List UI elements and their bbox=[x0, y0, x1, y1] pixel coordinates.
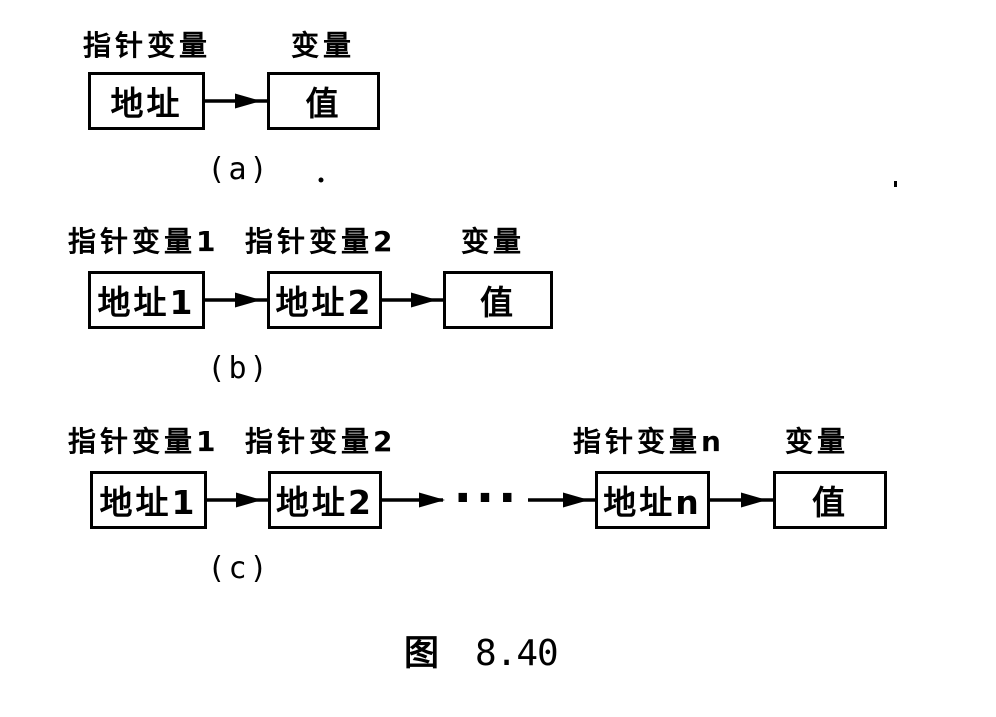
figure-caption-prefix: 图 bbox=[404, 634, 440, 674]
figure-caption-number: 8.40 bbox=[475, 633, 559, 674]
scan-speck bbox=[894, 181, 897, 187]
arrow-head-icon bbox=[563, 492, 589, 508]
arrow-head-icon bbox=[236, 492, 262, 508]
variable-label: 变量 bbox=[291, 29, 356, 62]
value-box-text: 值 bbox=[305, 84, 342, 123]
value-box: 值 bbox=[267, 72, 380, 130]
address-n-box: 地址n bbox=[595, 471, 710, 529]
value-box-text: 值 bbox=[812, 483, 848, 522]
address-2-box: 地址2 bbox=[267, 271, 382, 329]
address-1-box: 地址1 bbox=[90, 471, 207, 529]
variable-label: 变量 bbox=[461, 225, 526, 258]
address-n-box-text: 地址n bbox=[603, 483, 702, 522]
ellipsis-dots: ··· bbox=[453, 470, 521, 526]
panel-a-caption: (a) bbox=[207, 152, 271, 187]
arrow-head-icon bbox=[411, 292, 437, 308]
address-1-box: 地址1 bbox=[88, 271, 205, 329]
scan-speck bbox=[318, 177, 324, 183]
address-box: 地址 bbox=[88, 72, 205, 130]
address-box-text: 地址 bbox=[110, 84, 183, 123]
pointer-variable-n-label: 指针变量n bbox=[573, 425, 725, 458]
arrow-head-icon bbox=[235, 93, 261, 109]
arrow-head-icon bbox=[235, 292, 261, 308]
arrow-head-icon bbox=[419, 492, 445, 508]
panel-c-caption: (c) bbox=[207, 551, 271, 586]
figure-caption: 图 8.40 bbox=[404, 625, 559, 676]
value-box-text: 值 bbox=[480, 283, 516, 322]
address-2-box-text: 地址2 bbox=[276, 483, 374, 522]
address-1-box-text: 地址1 bbox=[97, 283, 196, 322]
variable-label: 变量 bbox=[785, 425, 850, 458]
pointer-variable-label: 指针变量 bbox=[82, 29, 211, 62]
pointer-variable-1-label: 指针变量1 bbox=[68, 425, 220, 458]
arrow-head-icon bbox=[741, 492, 767, 508]
value-box: 值 bbox=[773, 471, 887, 529]
address-2-box-text: 地址2 bbox=[275, 283, 374, 322]
address-2-box: 地址2 bbox=[268, 471, 382, 529]
pointer-variable-2-label: 指针变量2 bbox=[245, 225, 397, 258]
pointer-variable-1-label: 指针变量1 bbox=[68, 225, 220, 258]
value-box: 值 bbox=[443, 271, 553, 329]
address-1-box-text: 地址1 bbox=[99, 483, 198, 522]
panel-b-caption: (b) bbox=[207, 351, 271, 386]
pointer-variable-2-label: 指针变量2 bbox=[245, 425, 397, 458]
